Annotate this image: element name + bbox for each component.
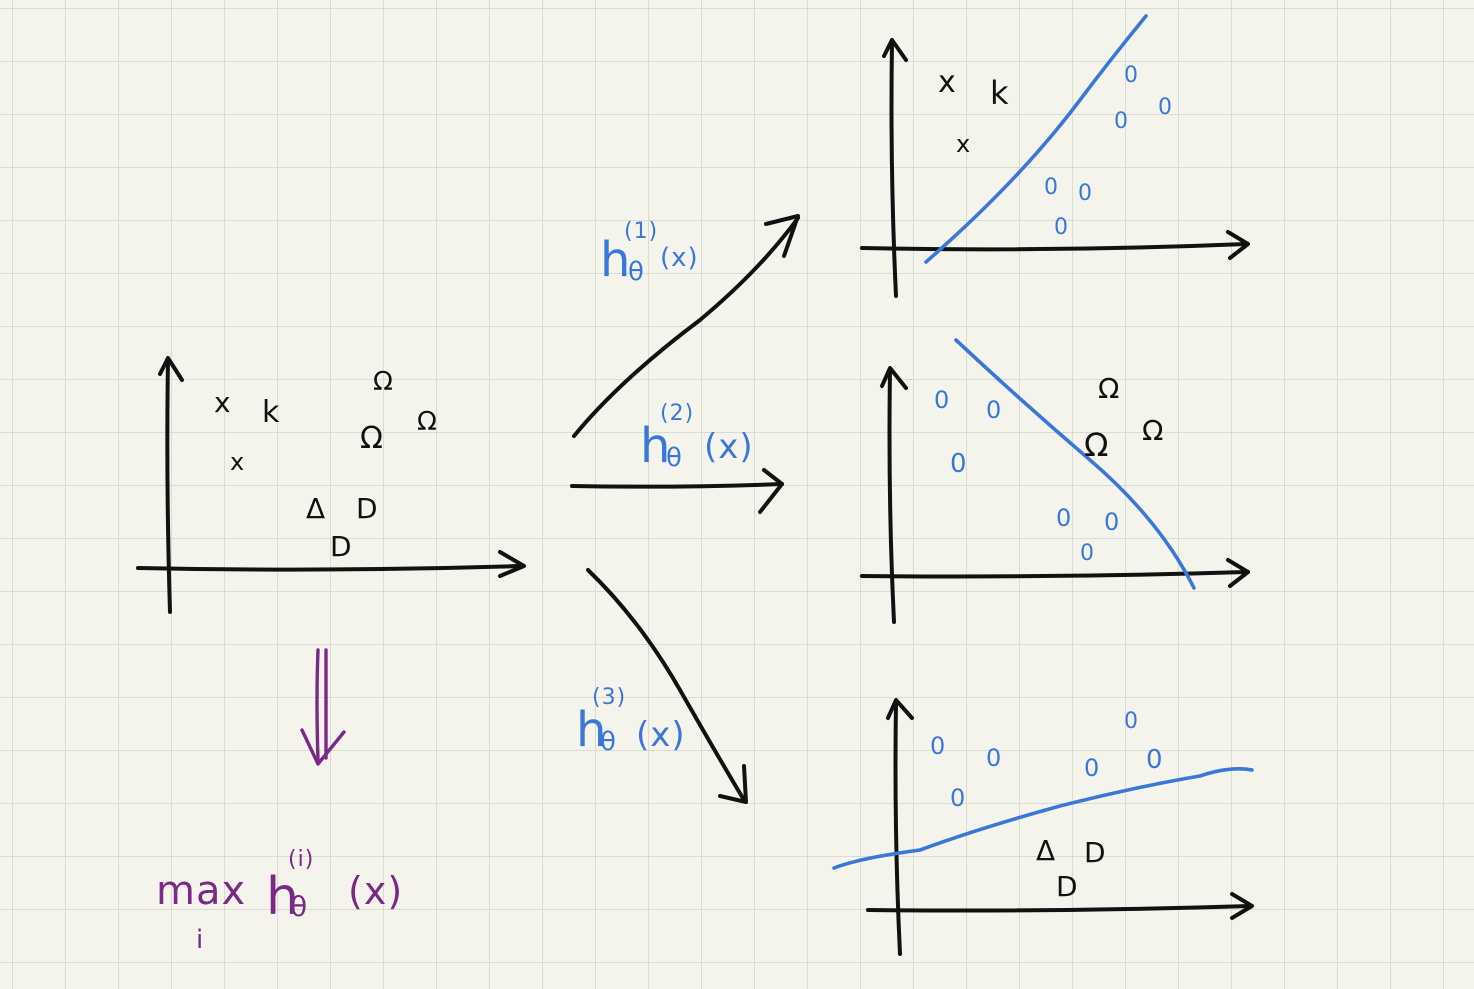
plot-3-y-axis: [893, 700, 902, 956]
plot-3-positive-mark: Δ: [1036, 834, 1055, 867]
classifier-2-arg: (x): [704, 427, 754, 467]
plot-2-negative-mark: 0: [1104, 508, 1119, 536]
arrow-to-classifier-1: [572, 216, 800, 438]
plot-1-x-axis: [860, 242, 1248, 252]
classifier-3-sub: θ: [600, 727, 617, 757]
plot-1-negative-mark: 0: [1044, 175, 1058, 200]
classifier-3-sup: (3): [592, 685, 626, 710]
result-formula: max i h θ (i) (x): [156, 847, 403, 955]
plot-1-decision-boundary: [924, 14, 1148, 264]
plot-3-x-axis: [866, 904, 1252, 913]
plot-1-negative-mark: 0: [1054, 215, 1068, 240]
result-sub: θ: [290, 890, 308, 923]
plot-2-y-axis: [887, 368, 896, 624]
result-op: max: [156, 868, 246, 914]
source-mark-triangle: D: [356, 492, 378, 525]
arrow-to-classifier-3: [586, 568, 746, 802]
source-mark-x: k: [262, 395, 280, 430]
plot-1: x k x 0 0 0 0 0 0: [860, 14, 1250, 298]
result-arrow-head: [300, 728, 346, 766]
source-mark-x: x: [230, 448, 244, 476]
source-y-axis: [165, 358, 172, 614]
result-arrow-shaft-left: [315, 648, 320, 762]
plot-2-positive-mark: Ω: [1098, 372, 1119, 405]
source-mark-square: Ω: [360, 421, 383, 456]
plot-1-x-arrowhead: [1226, 230, 1250, 260]
plot-3-negative-mark: 0: [986, 744, 1001, 772]
plot-1-y-arrowhead: [882, 38, 908, 62]
plot-2-negative-mark: 0: [950, 449, 967, 479]
plot-3-negative-mark: 0: [950, 784, 965, 812]
plot-1-negative-mark: 0: [1078, 181, 1092, 206]
plot-3-negative-mark: 0: [1084, 754, 1099, 782]
classifier-arrows: [570, 214, 800, 804]
plot-3-positive-mark: D: [1056, 870, 1078, 903]
classifier-1-arg: (x): [660, 243, 699, 273]
plot-2-negative-mark: 0: [1056, 504, 1071, 532]
source-mark-x: x: [214, 386, 231, 419]
plot-2-positive-mark: Ω: [1084, 426, 1108, 464]
plot-1-positive-mark: x: [956, 130, 970, 158]
plot-1-positive-mark: x: [938, 65, 956, 100]
result-arg: (x): [348, 869, 403, 913]
plot-3-positive-mark: D: [1084, 836, 1106, 869]
plot-3-negative-mark: 0: [1146, 745, 1163, 775]
classifier-3-arg: (x): [636, 715, 686, 755]
arrow-to-classifier-2-head: [758, 468, 784, 514]
classifier-2-sup: (2): [660, 401, 694, 426]
arrow-to-classifier-3-head: [718, 764, 748, 804]
classifier-2-sub: θ: [666, 443, 683, 473]
result-index: i: [196, 925, 204, 955]
source-x-arrowhead: [498, 550, 526, 578]
source-mark-triangle: Δ: [306, 492, 325, 525]
classifier-label-1: h θ (1) (x): [600, 219, 699, 288]
plot-2-positive-mark: Ω: [1142, 414, 1163, 447]
plot-3-negative-mark: 0: [1124, 709, 1138, 734]
arrow-to-classifier-2: [570, 482, 784, 489]
plot-1-y-axis: [889, 40, 898, 298]
plot-2-decision-boundary: [954, 338, 1196, 590]
classifier-1-sub: θ: [628, 257, 645, 287]
source-plot: x k x Ω Ω Ω Δ D D: [136, 356, 526, 614]
plot-3-decision-boundary: [832, 767, 1254, 870]
plot-2-negative-mark: 0: [934, 386, 949, 414]
source-mark-square: Ω: [417, 407, 437, 437]
plot-2-x-arrowhead: [1226, 558, 1250, 588]
plot-1-positive-mark: k: [990, 74, 1009, 112]
source-x-axis: [136, 564, 522, 572]
plot-1-negative-mark: 0: [1124, 63, 1138, 88]
plot-2-negative-mark: 0: [986, 396, 1001, 424]
plot-1-negative-mark: 0: [1158, 95, 1172, 120]
plot-3-x-arrowhead: [1230, 892, 1254, 920]
source-mark-square: Ω: [373, 367, 393, 397]
arrow-to-classifier-1-head: [764, 214, 800, 258]
classifier-3-h: h: [576, 702, 607, 758]
classifier-label-2: h θ (2) (x): [640, 401, 754, 474]
result-sup: (i): [288, 847, 314, 872]
source-y-arrowhead: [158, 356, 184, 382]
plot-2-negative-mark: 0: [1080, 541, 1094, 566]
classifier-2-h: h: [640, 418, 671, 474]
plot-2-y-arrowhead: [880, 366, 908, 390]
classifier-label-3: h θ (3) (x): [576, 685, 686, 758]
source-mark-triangle: D: [330, 530, 352, 563]
plot-3-y-arrowhead: [886, 698, 914, 720]
classifier-1-h: h: [600, 232, 631, 288]
result-h: h: [266, 867, 300, 927]
plot-1-negative-mark: 0: [1114, 109, 1128, 134]
plot-2-x-axis: [860, 570, 1248, 579]
plot-3: Δ D D 0 0 0 0 0 0: [832, 698, 1254, 956]
plot-2: Ω Ω Ω 0 0 0 0 0 0: [860, 338, 1250, 624]
classifier-1-sup: (1): [624, 219, 658, 244]
plot-3-negative-mark: 0: [930, 732, 945, 760]
result-arrow: [300, 648, 346, 766]
